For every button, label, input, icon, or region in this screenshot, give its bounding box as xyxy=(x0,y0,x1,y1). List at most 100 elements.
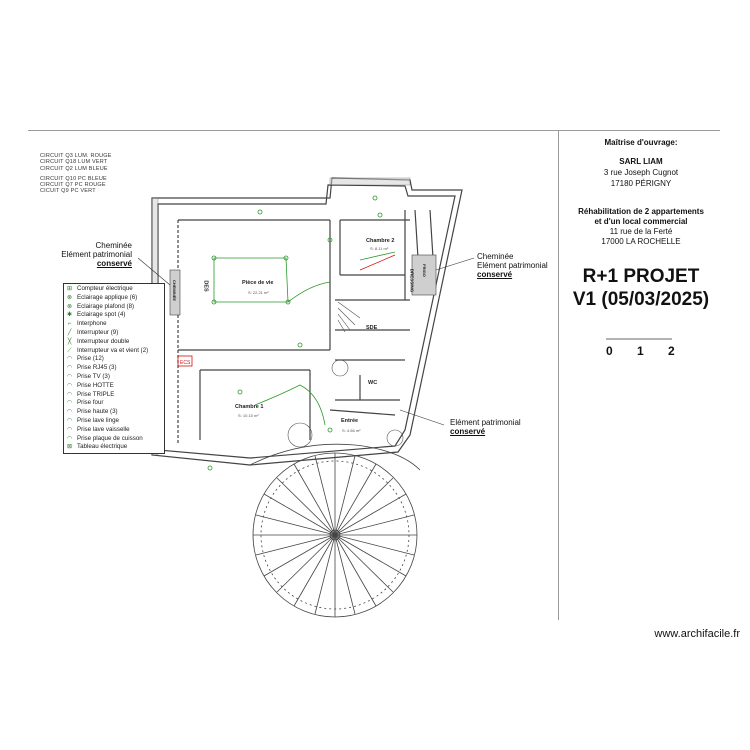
room-living-area: S: 22.21 m² xyxy=(248,290,269,295)
legend-label: Prise (12) xyxy=(77,355,104,363)
scale-1: 1 xyxy=(637,344,644,358)
website-link[interactable]: www.archifacile.fr xyxy=(654,628,740,640)
hood-socket-icon: ◠ xyxy=(66,382,73,389)
annotation-line: Cheminée xyxy=(95,241,132,250)
electric-meter-icon: ⊞ xyxy=(66,286,73,292)
legend-item: ╳Interrupteur double xyxy=(66,338,162,347)
circuit-item: CIRCUIT Q7 PC ROUGE xyxy=(40,182,106,189)
legend-item: ⊗ Eclairage applique (6) xyxy=(66,294,162,303)
scale-0: 0 xyxy=(606,344,613,358)
legend-label: Compteur électrique xyxy=(77,285,133,292)
legend-item: ⊠ Tableau électrique xyxy=(66,443,162,452)
circuit-list: CIRCUIT Q3 LUM. ROUGE CIRCUIT Q18 LUM VE… xyxy=(40,153,112,195)
company-address: 3 rue Joseph Cugnot xyxy=(603,168,679,177)
annotation-left-chimney: Cheminée Elément patrimonial conservé xyxy=(56,241,132,268)
room-wc: WC xyxy=(368,380,378,386)
project-line2: et d'un local commercial xyxy=(594,217,688,226)
legend-item: ◠ Prise TV (3) xyxy=(66,373,162,382)
company-name: SARL LIAM xyxy=(619,157,663,166)
legend-label: Prise lave vaisselle xyxy=(77,425,130,433)
legend-label: Prise haute (3) xyxy=(77,408,118,416)
annotation-line: Elément patrimonial xyxy=(477,261,548,270)
rj45-socket-icon: ◠ xyxy=(66,365,73,372)
legend-label: Prise lave linge xyxy=(77,416,119,424)
room-entry: Entrée xyxy=(341,418,359,424)
dishwasher-socket-icon: ◠ xyxy=(66,426,73,433)
annotation-line: Elément patrimonial xyxy=(61,250,132,259)
legend-label: Eclairage applique (6) xyxy=(77,293,138,301)
spot-light-icon: ✱ xyxy=(66,312,73,319)
right-chimney xyxy=(411,254,437,296)
legend-label: Interrupteur va et vient (2) xyxy=(77,346,149,354)
two-way-switch-icon: ⟋ xyxy=(67,347,72,354)
legend-label: Prise RJ45 (3) xyxy=(77,364,117,372)
room-bedroom1: Chambre 1 xyxy=(235,404,264,410)
room-des: DES xyxy=(202,280,209,292)
oven-socket-icon: ◠ xyxy=(66,400,73,407)
legend-item: ╱ Interrupteur (9) xyxy=(66,329,162,338)
annotation-kept: conservé xyxy=(477,270,513,279)
high-socket-icon: ◠ xyxy=(66,409,73,416)
frame-top-line xyxy=(28,130,720,131)
legend-label: Prise TV (3) xyxy=(77,372,110,380)
double-switch-icon: ╳ xyxy=(67,338,72,345)
project-address: 11 rue de la Ferté xyxy=(609,227,673,236)
legend-item: ◠ Prise haute (3) xyxy=(66,408,162,417)
company-city: 17180 PÉRIGNY xyxy=(610,179,672,188)
lighting-circuit xyxy=(207,195,396,471)
legend-item: ◠ Prise TRIPLE xyxy=(66,391,162,400)
socket-icon: ◠ xyxy=(66,356,73,363)
room-chimney-label: CHEMINÉE xyxy=(172,279,178,302)
room-bedroom2-area: S: 8.11 m² xyxy=(370,246,389,251)
room-sde: SDE xyxy=(366,325,378,331)
triple-socket-icon: ◠ xyxy=(66,391,73,398)
ceiling-light-icon: ⊗ xyxy=(66,303,73,310)
annotation-line: Elément patrimonial xyxy=(450,418,521,427)
legend-item: ◠ Prise plaque de cuisson xyxy=(66,435,162,444)
legend-item: ⊗ Eclairage plafond (8) xyxy=(66,303,162,312)
plan-version: V1 (05/03/2025) xyxy=(572,289,710,310)
inner-wall xyxy=(157,184,456,459)
annotation-line: Cheminée xyxy=(477,252,514,261)
panel-icon: ⊠ xyxy=(66,444,73,451)
room-bedroom1-area: S: 10.15 m² xyxy=(238,413,259,418)
legend-item: ◠ Prise four xyxy=(66,399,162,408)
switch-icon: ╱ xyxy=(67,329,72,336)
project-line1: Réhabilitation de 2 appartements xyxy=(578,207,704,216)
room-living: Pièce de vie xyxy=(242,280,274,286)
legend-item: ⟋ Interrupteur va et vient (2) xyxy=(66,347,162,356)
wall-light-icon: ⊗ xyxy=(66,294,73,301)
circuit-item: CIRCUIT Q3 LUM. ROUGE xyxy=(40,153,112,159)
legend-item: ◠ Prise RJ45 (3) xyxy=(66,364,162,373)
legend-item: ◠Prise HOTTE xyxy=(66,382,162,391)
legend-item: ◠Prise lave linge xyxy=(66,417,162,426)
annotation-right-chimney: Cheminée Elément patrimonial conservé xyxy=(477,252,548,279)
legend-label: Prise TRIPLE xyxy=(77,390,115,398)
legend-label: Tableau électrique xyxy=(77,443,128,451)
legend-box: ⊞ Compteur électrique ⊗ Eclairage applique … xyxy=(63,283,165,455)
legend-label: Interrupteur (9) xyxy=(77,328,119,336)
hob-socket-icon: ◠ xyxy=(66,435,73,442)
tv-socket-icon: ◠ xyxy=(66,373,73,380)
legend-label: Prise four xyxy=(77,399,104,407)
plan-heading: R+1 PROJET xyxy=(582,266,700,287)
legend-item: ⌐ Interphone xyxy=(66,320,162,329)
legend-label: Eclairage plafond (8) xyxy=(77,302,135,310)
legend-item: ◠ Prise (12) xyxy=(66,355,162,364)
left-chimney xyxy=(169,269,181,316)
room-dressing: DRESSING xyxy=(409,268,415,293)
legend-label: Prise plaque de cuisson xyxy=(77,434,143,442)
legend-item: ◠ Prise lave vaisselle xyxy=(66,426,162,435)
spiral-staircase xyxy=(249,443,421,618)
circuit-item: CIRCUIT Q2 LUM BLEUE xyxy=(40,165,108,172)
legend-label: Interphone xyxy=(77,320,107,328)
circuit-item: CIRCUIT Q10 PC BLEUE xyxy=(40,175,107,182)
intercom-icon: ⌐ xyxy=(67,321,72,328)
room-bedroom2: Chambre 2 xyxy=(366,238,395,244)
legend-item: ⊞ Compteur électrique xyxy=(66,285,162,294)
project-city: 17000 LA ROCHELLE xyxy=(601,237,681,246)
owner-label: Maîtrise d'ouvrage: xyxy=(604,138,678,147)
annotation-kept: conservé xyxy=(450,427,486,436)
annotation-right-element: Elément patrimonial conservé xyxy=(450,418,521,436)
svg-text:ECS: ECS xyxy=(180,360,191,366)
